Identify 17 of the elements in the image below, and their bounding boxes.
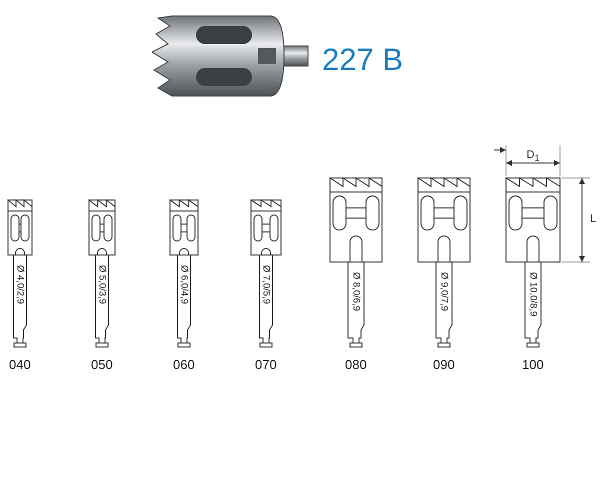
diameter-label: Ø 10,0/8,9 <box>528 272 538 316</box>
size-number: 060 <box>173 358 195 371</box>
product-number: 227 B <box>322 44 404 75</box>
size-number: 080 <box>345 358 367 371</box>
size-number: 040 <box>9 358 31 371</box>
dimension-label: D$_{1}$ <box>526 150 540 164</box>
diameter-label: Ø 5,0/3,9 <box>97 265 106 304</box>
diameter-label: Ø 9,0/7,9 <box>439 272 448 312</box>
diameter-label: Ø 6,0/4,9 <box>179 265 188 304</box>
diameter-label: Ø 8,0/6,9 <box>351 272 360 312</box>
size-number: 090 <box>433 358 455 371</box>
diameter-label: Ø 4,0/2,9 <box>15 265 24 304</box>
diameter-label: Ø 7,0/5,9 <box>261 265 270 304</box>
dimension-label: L <box>590 214 596 225</box>
size-number: 050 <box>91 358 113 371</box>
size-number: 100 <box>522 358 544 371</box>
size-number: 070 <box>255 358 277 371</box>
